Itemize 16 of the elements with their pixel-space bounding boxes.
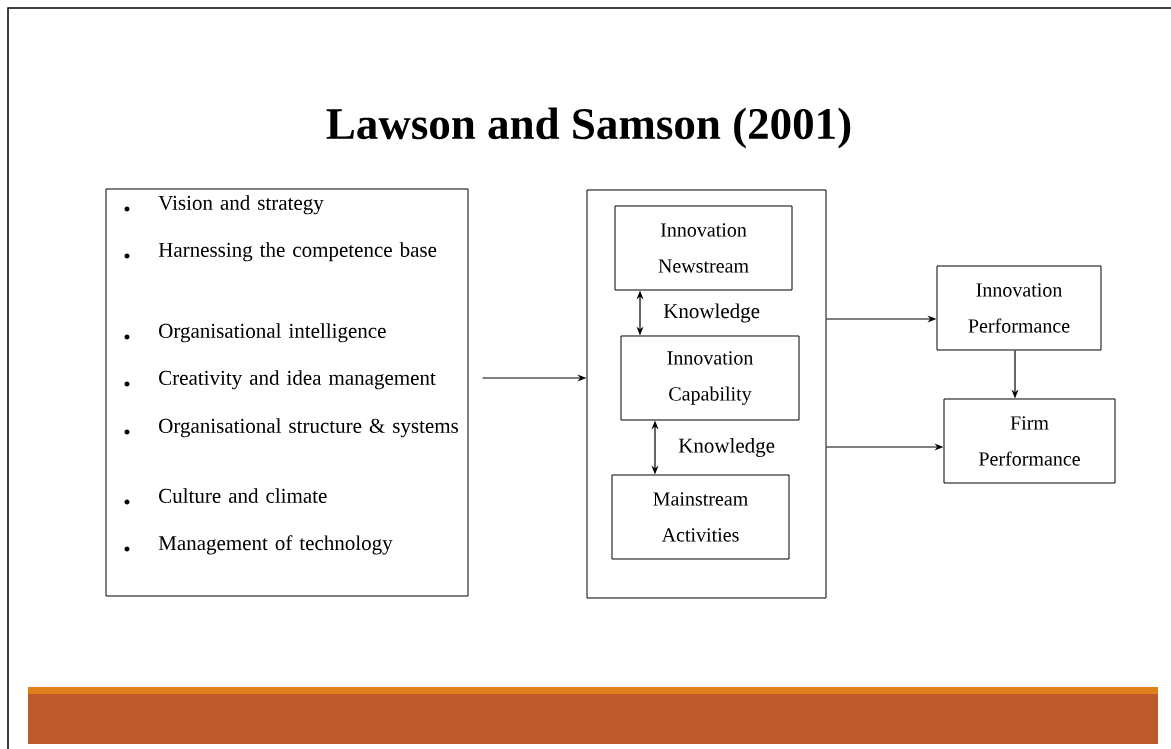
process-box: Innovation Newstream bbox=[614, 205, 793, 291]
container-box bbox=[586, 189, 827, 599]
bullet-item: Organisational intelligence bbox=[124, 323, 386, 343]
bullet-item: Creativity and idea management bbox=[124, 370, 436, 390]
process-box: Firm Performance bbox=[943, 398, 1116, 484]
bullet-item: Harnessing the competence base bbox=[124, 242, 437, 262]
bullet-item: Organisational structure & systems bbox=[124, 418, 458, 438]
title: Lawson and Samson (2001) bbox=[326, 107, 851, 149]
process-box: Innovation Capability bbox=[620, 335, 800, 421]
edge-label: Knowledge bbox=[662, 302, 761, 324]
bullet-item: Management of technology bbox=[124, 535, 393, 555]
process-box: Innovation Performance bbox=[936, 265, 1102, 351]
process-box: Mainstream Activities bbox=[611, 474, 790, 560]
edge-label: Knowledge bbox=[677, 436, 776, 459]
bullet-item: Vision and strategy bbox=[124, 195, 324, 215]
bullet-item: Culture and climate bbox=[124, 488, 327, 505]
